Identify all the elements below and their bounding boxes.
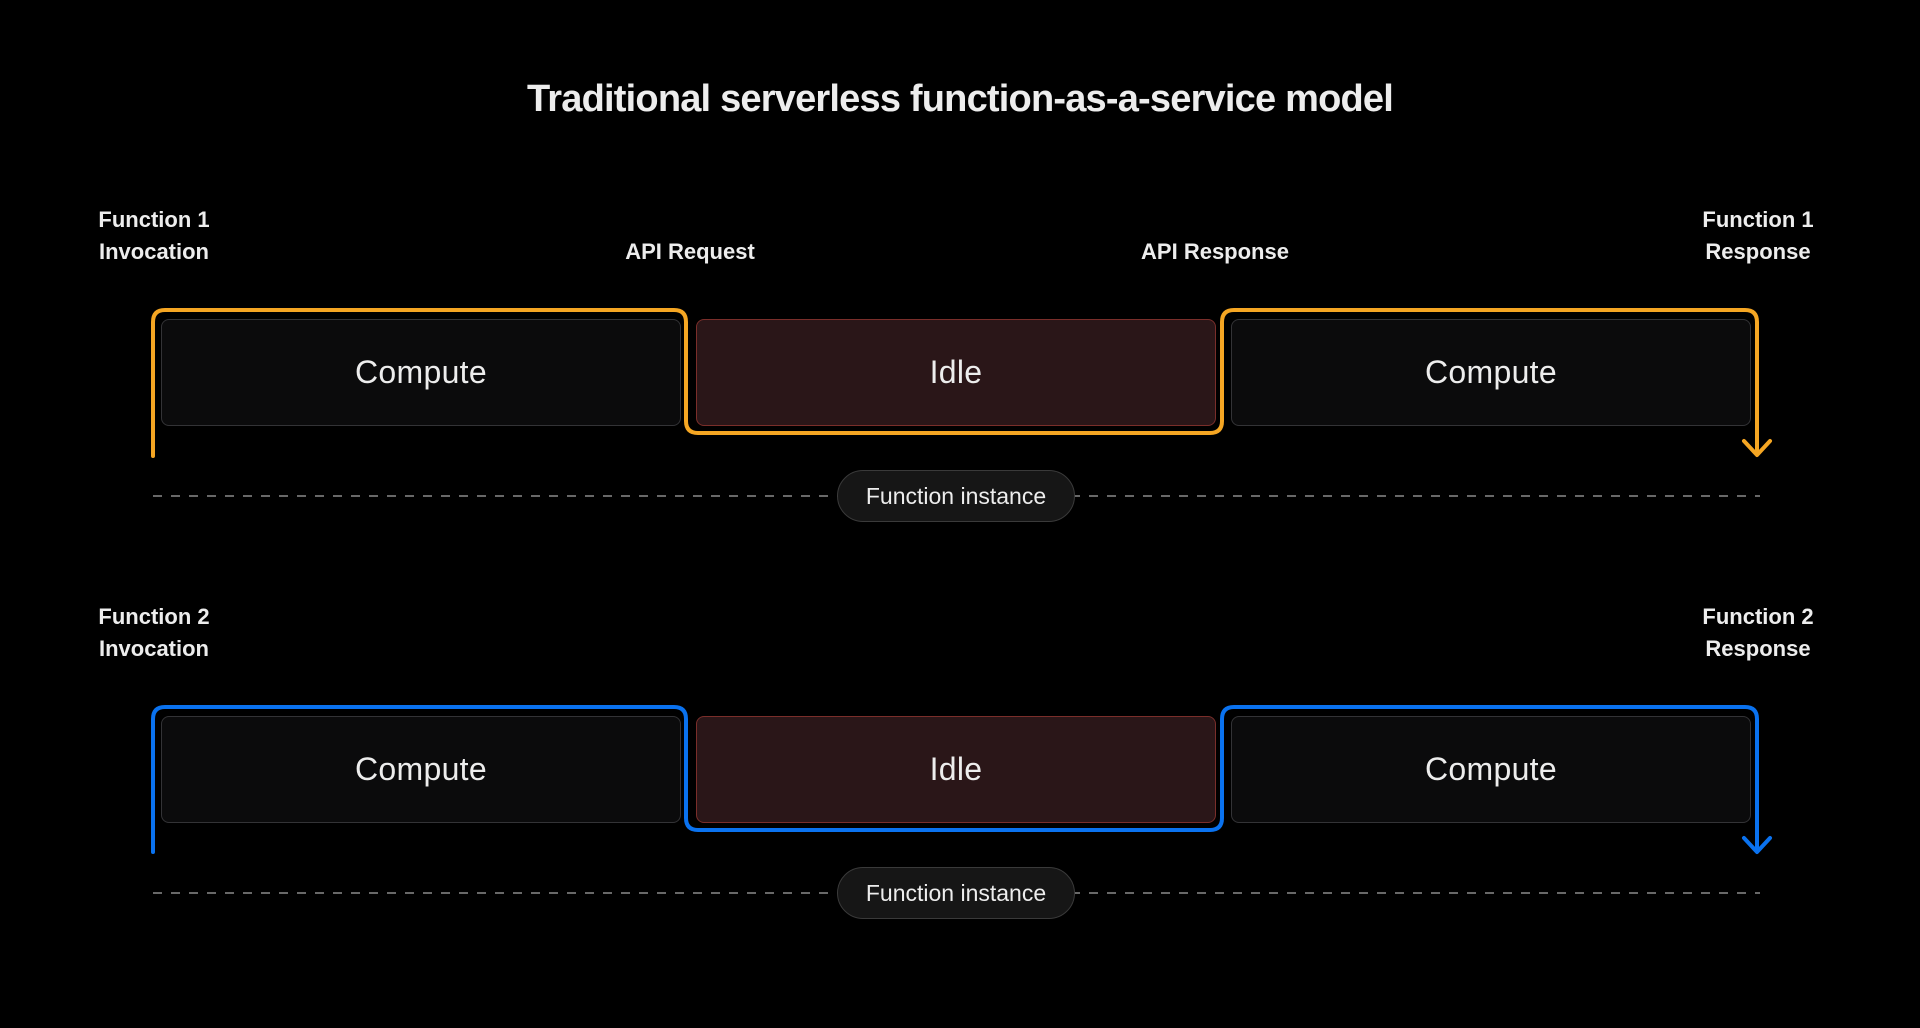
compute-segment: Compute: [1231, 319, 1751, 426]
api-request-label: API Request: [625, 239, 755, 264]
function-1-invocation-label: Function 1 Invocation: [98, 207, 210, 264]
function-1-response-label: Function 1 Response: [1702, 207, 1814, 264]
arrow-down-icon: [1742, 836, 1772, 854]
idle-segment: Idle: [696, 319, 1216, 426]
compute-segment: Compute: [161, 716, 681, 823]
function-2-execution-path: [151, 705, 1759, 854]
function-1-execution-path: [151, 308, 1759, 458]
function-2-response-label: Function 2 Response: [1702, 604, 1814, 661]
function-instance-pill: Function instance: [837, 867, 1075, 919]
api-response-label: API Response: [1141, 239, 1289, 264]
compute-segment: Compute: [161, 319, 681, 426]
function-instance-pill: Function instance: [837, 470, 1075, 522]
compute-segment: Compute: [1231, 716, 1751, 823]
diagram-title: Traditional serverless function-as-a-ser…: [526, 78, 1394, 120]
function-2-invocation-label: Function 2 Invocation: [98, 604, 210, 661]
arrow-down-icon: [1742, 439, 1772, 457]
idle-segment: Idle: [696, 716, 1216, 823]
